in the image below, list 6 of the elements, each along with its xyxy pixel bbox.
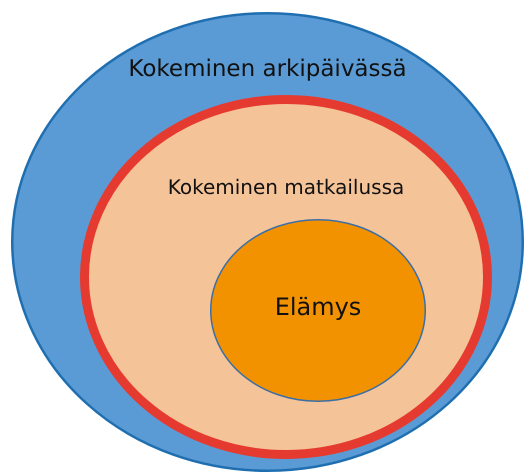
ellipse-region — [210, 219, 426, 402]
ellipse-region — [80, 95, 492, 459]
region-label: Elämys — [274, 293, 362, 321]
region-label: Kokeminen arkipäivässä — [128, 56, 407, 82]
ellipse-region — [11, 12, 524, 472]
region-label: Kokeminen matkailussa — [168, 175, 404, 199]
